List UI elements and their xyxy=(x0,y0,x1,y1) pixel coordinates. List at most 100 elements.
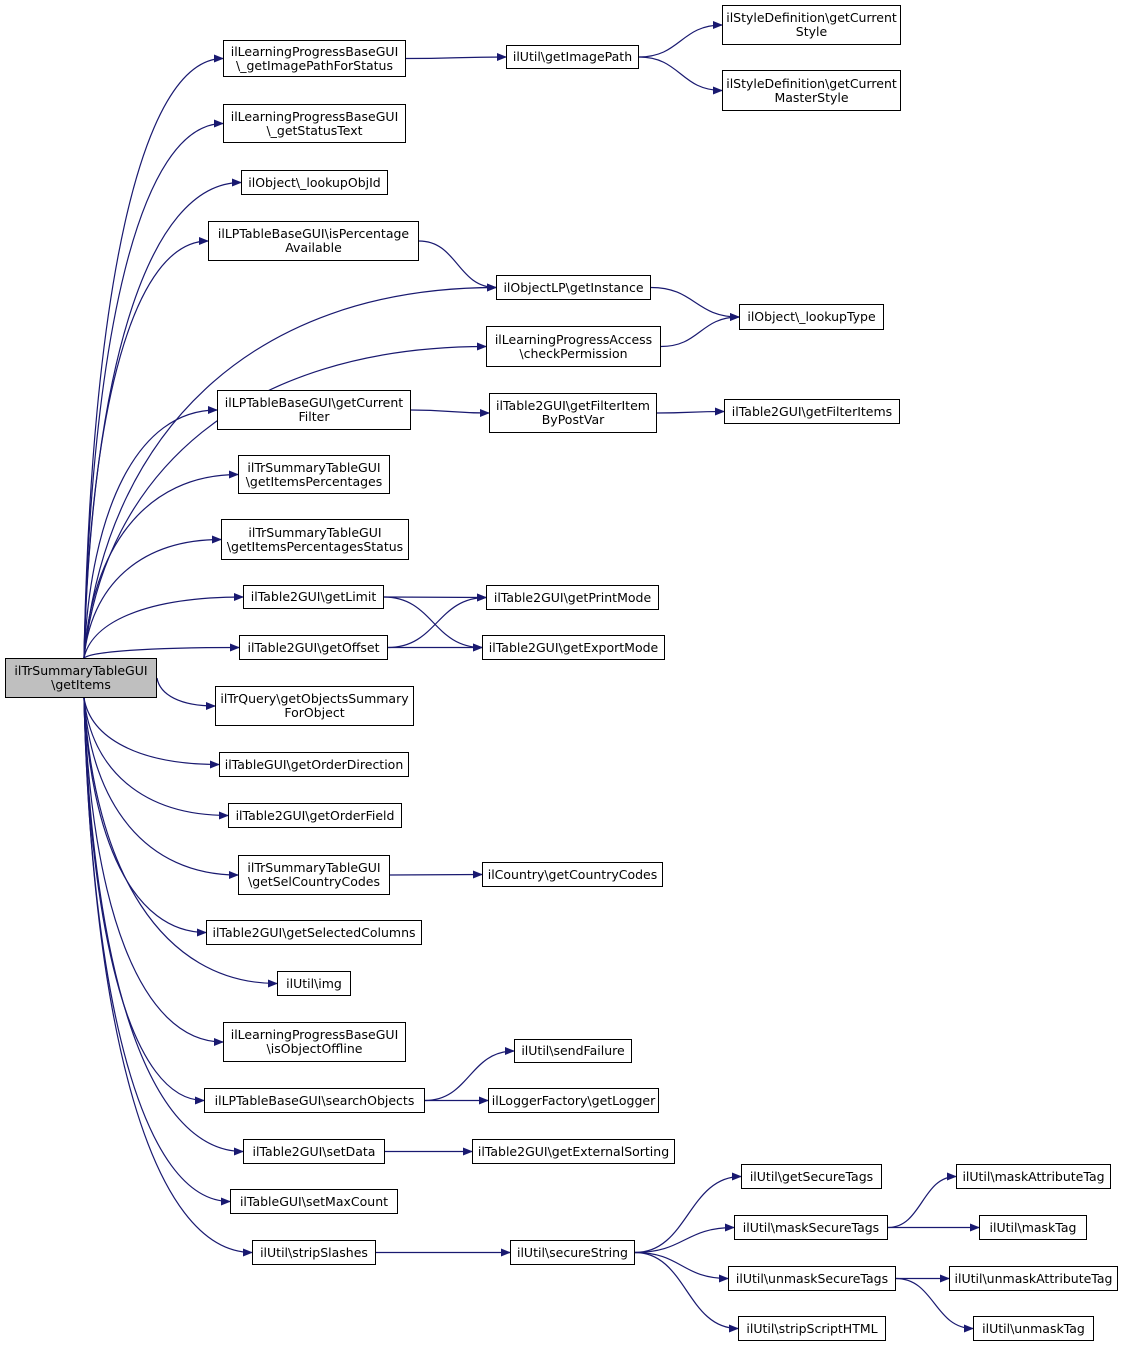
node-country-getCountryCodes[interactable]: ilCountry\getCountryCodes xyxy=(482,862,663,887)
node-util-unmaskSecureTags[interactable]: ilUtil\unmaskSecureTags xyxy=(728,1266,896,1291)
node-label-line: ilTable2GUI\getExportMode xyxy=(488,639,659,655)
node-util-getSecureTags[interactable]: ilUtil\getSecureTags xyxy=(741,1164,882,1189)
node-t2-getFilterItems[interactable]: ilTable2GUI\getFilterItems xyxy=(724,399,900,424)
node-label-line: ilTrQuery\getObjectsSummary xyxy=(220,691,409,706)
node-util-stripSlashes[interactable]: ilUtil\stripSlashes xyxy=(252,1240,376,1265)
node-root[interactable]: ilTrSummaryTableGUI\getItems xyxy=(5,658,157,698)
edge-util-secureString-to-util-getSecureTags xyxy=(634,1172,742,1254)
node-t2-getOffset[interactable]: ilTable2GUI\getOffset xyxy=(239,635,388,660)
node-label-line: ilUtil\maskSecureTags xyxy=(742,1219,880,1235)
edge-root-to-t2-getOrderField xyxy=(83,697,229,820)
node-label-line: ilUtil\maskTag xyxy=(989,1219,1077,1235)
node-label-line: ilTableGUI\setMaxCount xyxy=(239,1193,389,1209)
node-trs-getItemsPercentagesStatus[interactable]: ilTrSummaryTableGUI\getItemsPercentagesS… xyxy=(221,519,409,560)
edge-objlp-getInstance-to-obj-lookupType xyxy=(650,286,740,321)
node-label-line: Available xyxy=(285,240,342,255)
edge-util-secureString-to-util-maskSecureTags xyxy=(634,1223,735,1254)
node-logger-getLogger[interactable]: ilLoggerFactory\getLogger xyxy=(488,1088,659,1113)
node-label-line: \_getImagePathForStatus xyxy=(236,57,393,73)
node-util-sendFailure[interactable]: ilUtil\sendFailure xyxy=(514,1039,632,1063)
node-label-line: ilObject\_lookupType xyxy=(747,309,876,324)
node-label-line: ilTable2GUI\getSelectedColumns xyxy=(212,924,416,940)
edge-t2-getLimit-to-t2-getPrintMode xyxy=(383,593,487,602)
node-t2-getPrintMode[interactable]: ilTable2GUI\getPrintMode xyxy=(486,585,659,610)
node-label-line: ilUtil\stripSlashes xyxy=(260,1244,368,1260)
node-t2-getLimit[interactable]: ilTable2GUI\getLimit xyxy=(243,585,384,609)
edge-util-unmaskSecureTags-to-util-unmaskTag xyxy=(895,1277,974,1333)
node-label-line: ilUtil\getImagePath xyxy=(512,49,633,64)
edge-t2-getFilterItemByPostVar-to-t2-getFilterItems xyxy=(656,407,725,416)
node-util-maskAttributeTag[interactable]: ilUtil\maskAttributeTag xyxy=(956,1164,1111,1189)
node-label-line: ilLearningProgressAccess xyxy=(494,331,653,347)
node-util-maskTag[interactable]: ilUtil\maskTag xyxy=(979,1215,1087,1240)
node-lpb-getStatusText[interactable]: ilLearningProgressBaseGUI\_getStatusText xyxy=(223,104,406,143)
edge-lptb-isPercentageAvailable-to-objlp-getInstance xyxy=(418,240,497,292)
edge-root-to-objlp-getInstance xyxy=(83,283,497,659)
edge-lpa-checkPermission-to-obj-lookupType xyxy=(660,313,740,348)
edge-lpb-getImagePathForStatus-to-util-getImagePath xyxy=(405,53,507,62)
node-util-unmaskTag[interactable]: ilUtil\unmaskTag xyxy=(973,1316,1094,1341)
node-t2-setData[interactable]: ilTable2GUI\setData xyxy=(243,1139,385,1164)
node-t-getOrderDirection[interactable]: ilTableGUI\getOrderDirection xyxy=(219,752,409,777)
node-trs-getItemsPercentages[interactable]: ilTrSummaryTableGUI\getItemsPercentages xyxy=(238,455,390,494)
node-label-line: ilCountry\getCountryCodes xyxy=(487,866,658,882)
node-label-line: Style xyxy=(795,24,828,39)
node-label-line: ilLearningProgressBaseGUI xyxy=(230,108,399,124)
node-label-line: ForObject xyxy=(284,705,345,720)
node-label-line: ilUtil\unmaskAttributeTag xyxy=(954,1270,1113,1286)
edge-root-to-t2-getLimit xyxy=(83,593,244,659)
node-util-stripScriptHTML[interactable]: ilUtil\stripScriptHTML xyxy=(738,1316,886,1341)
node-label-line: ilUtil\stripScriptHTML xyxy=(746,1320,878,1336)
edge-root-to-trq-getObjectsSummaryForObject xyxy=(156,677,216,710)
edge-root-to-t2-getOffset xyxy=(83,643,240,659)
node-trs-getSelCountryCodes[interactable]: ilTrSummaryTableGUI\getSelCountryCodes xyxy=(238,855,390,895)
node-label-line: ilLPTableBaseGUI\searchObjects xyxy=(214,1092,415,1108)
node-lpb-getImagePathForStatus[interactable]: ilLearningProgressBaseGUI\_getImagePathF… xyxy=(223,40,406,77)
node-t2-getExportMode[interactable]: ilTable2GUI\getExportMode xyxy=(482,635,665,660)
node-label-line: ilUtil\sendFailure xyxy=(521,1043,625,1058)
node-label-line: MasterStyle xyxy=(774,89,849,105)
node-t2-getSelectedColumns[interactable]: ilTable2GUI\getSelectedColumns xyxy=(206,920,422,945)
node-util-getImagePath[interactable]: ilUtil\getImagePath xyxy=(506,45,639,69)
node-obj-lookupType[interactable]: ilObject\_lookupType xyxy=(739,304,884,330)
node-label-line: ilUtil\secureString xyxy=(516,1244,628,1260)
edge-root-to-trs-getItemsPercentages xyxy=(83,470,239,659)
edge-t2-getOffset-to-t2-getPrintMode xyxy=(387,593,487,649)
node-label-line: ilObject\_lookupObjId xyxy=(248,174,381,190)
node-lptb-searchObjects[interactable]: ilLPTableBaseGUI\searchObjects xyxy=(204,1088,425,1113)
edge-root-to-util-stripSlashes xyxy=(83,697,253,1257)
node-t2-getOrderField[interactable]: ilTable2GUI\getOrderField xyxy=(228,803,402,828)
edge-root-to-lptb-getCurrentFilter xyxy=(83,406,218,659)
node-util-secureString[interactable]: ilUtil\secureString xyxy=(510,1240,635,1265)
node-label-line: ilLearningProgressBaseGUI xyxy=(230,43,399,59)
node-label-line: \isObjectOffline xyxy=(266,1041,363,1056)
node-label-line: \getItems xyxy=(51,677,111,692)
node-t-setMaxCount[interactable]: ilTableGUI\setMaxCount xyxy=(230,1189,398,1214)
node-t2-getExternalSorting[interactable]: ilTable2GUI\getExternalSorting xyxy=(472,1139,675,1164)
node-label-line: ilUtil\unmaskSecureTags xyxy=(735,1270,889,1286)
edge-root-to-lptb-searchObjects xyxy=(83,697,205,1105)
node-objlp-getInstance[interactable]: ilObjectLP\getInstance xyxy=(496,275,651,300)
edge-root-to-lpb-getImagePathForStatus xyxy=(83,54,224,659)
edge-util-maskSecureTags-to-util-maskAttributeTag xyxy=(887,1172,957,1229)
node-obj-lookupObjId[interactable]: ilObject\_lookupObjId xyxy=(241,170,388,195)
node-lpb-isObjectOffline[interactable]: ilLearningProgressBaseGUI\isObjectOfflin… xyxy=(223,1022,406,1062)
edge-root-to-t2-setData xyxy=(83,697,244,1156)
node-util-maskSecureTags[interactable]: ilUtil\maskSecureTags xyxy=(734,1215,888,1240)
edge-util-getImagePath-to-style-getCurrentMasterStyle xyxy=(638,56,723,95)
edge-root-to-t-getOrderDirection xyxy=(83,697,220,769)
node-label-line: ilTable2GUI\getFilterItem xyxy=(496,398,650,413)
node-util-unmaskAttributeTag[interactable]: ilUtil\unmaskAttributeTag xyxy=(949,1266,1118,1291)
node-label-line: ilTableGUI\getOrderDirection xyxy=(224,756,404,772)
edge-util-secureString-to-util-unmaskSecureTags xyxy=(634,1251,729,1283)
node-lpa-checkPermission[interactable]: ilLearningProgressAccess\checkPermission xyxy=(486,326,661,367)
edge-lptb-getCurrentFilter-to-t2-getFilterItemByPostVar xyxy=(410,408,490,417)
node-util-img[interactable]: ilUtil\img xyxy=(277,971,351,996)
